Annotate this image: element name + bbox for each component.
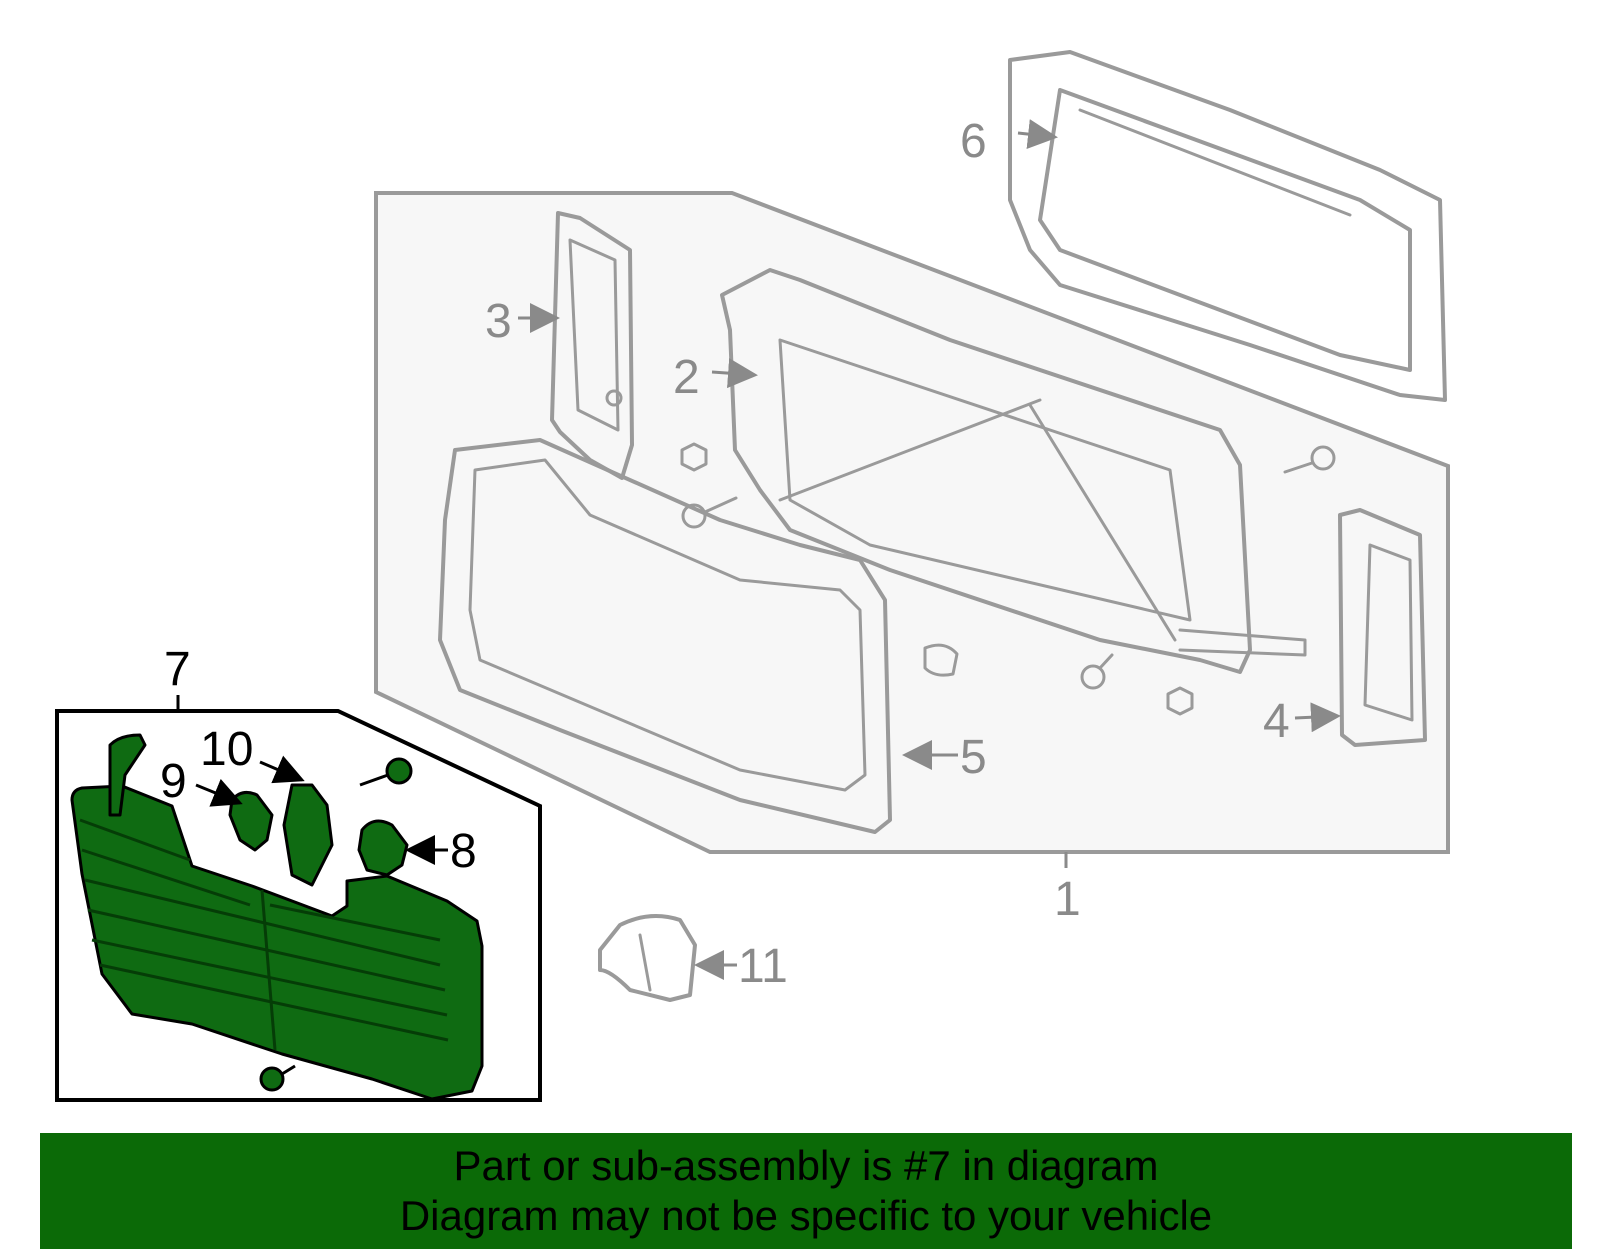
- callout-4: 4: [1263, 695, 1290, 748]
- leader-9: [195, 778, 243, 807]
- info-banner: Part or sub-assembly is #7 in diagram Di…: [40, 1133, 1572, 1249]
- fasteners-main: [680, 442, 1336, 716]
- callout-1: 1: [1054, 873, 1081, 926]
- fasteners-7: [259, 757, 413, 1092]
- assembly-1-boundary: [374, 191, 1450, 854]
- part-4-right-bracket: [1338, 508, 1427, 747]
- part-2-radiator-support: [720, 268, 1307, 674]
- callout-5: 5: [960, 731, 987, 784]
- part-8-component: [357, 819, 409, 877]
- callout-8: 8: [450, 825, 477, 878]
- part-11-clip: [598, 914, 697, 1002]
- leader-10: [259, 755, 305, 784]
- callout-6: 6: [960, 115, 987, 168]
- callout-9: 9: [160, 755, 187, 808]
- callout-3: 3: [485, 295, 512, 348]
- part-5-lower-frame: [438, 438, 892, 834]
- leader-6: [1017, 119, 1058, 150]
- leader-4: [1294, 702, 1341, 733]
- banner-line-1: Part or sub-assembly is #7 in diagram: [453, 1142, 1159, 1189]
- callout-10: 10: [200, 723, 253, 776]
- part-10-actuator: [282, 783, 334, 887]
- banner-line-2: Diagram may not be specific to your vehi…: [399, 1192, 1213, 1239]
- callout-2: 2: [673, 351, 700, 404]
- part-7-grille-shutter: [70, 733, 484, 1101]
- callout-7: 7: [164, 643, 191, 696]
- part-6-upper-support: [1008, 50, 1447, 402]
- leader-2: [711, 358, 758, 389]
- callout-11: 11: [738, 940, 788, 993]
